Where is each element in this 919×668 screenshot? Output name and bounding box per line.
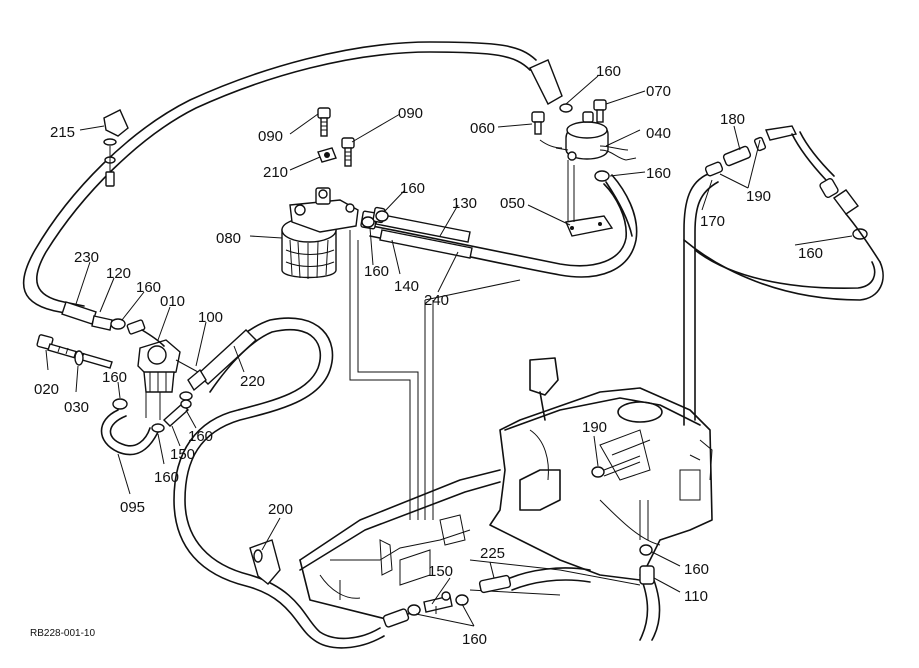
clamp-190-tank	[591, 455, 641, 478]
bolt-020-030	[36, 334, 113, 369]
label-120: 120	[106, 265, 131, 282]
label-160-s3: 160	[188, 428, 213, 445]
label-095: 095	[120, 499, 145, 516]
clamp-160-fp	[594, 170, 610, 182]
fuel-pump-040	[539, 111, 637, 161]
label-210: 210	[263, 164, 288, 181]
label-160-f1: 160	[364, 263, 389, 280]
chassis-frame	[299, 469, 661, 641]
washer-210	[317, 147, 337, 163]
bottom-hose-150	[382, 591, 469, 628]
strainer-180	[704, 125, 881, 263]
label-160-filter-top: 160	[400, 180, 425, 197]
label-130: 130	[452, 195, 477, 212]
label-190-a: 190	[746, 188, 771, 205]
label-090-b: 090	[398, 105, 423, 122]
label-220: 220	[240, 373, 265, 390]
bracket-050	[565, 160, 614, 237]
diagram-reference-code: RB228-001-10	[30, 628, 95, 639]
fuel-hose-return-right	[683, 239, 884, 301]
hose-095-150	[100, 392, 192, 456]
fuel-hose-220-drop	[173, 317, 385, 649]
bolt-070	[593, 99, 607, 123]
label-040: 040	[646, 125, 671, 142]
water-separator-010	[126, 319, 199, 393]
label-190-b: 190	[582, 419, 607, 436]
bolt-090-b	[341, 137, 355, 167]
label-230: 230	[74, 249, 99, 266]
label-100: 100	[198, 309, 223, 326]
fuel-hose-outer-loop	[22, 41, 537, 317]
label-225: 225	[480, 545, 505, 562]
label-070: 070	[646, 83, 671, 100]
label-160-s4: 160	[154, 469, 179, 486]
label-240: 240	[424, 292, 449, 309]
fuel-tank	[489, 357, 713, 581]
label-010: 010	[160, 293, 185, 310]
hose-pump-outlet	[605, 181, 633, 237]
label-060: 060	[470, 120, 495, 137]
frame-lines	[349, 230, 521, 520]
label-160-pump: 160	[646, 165, 671, 182]
label-150-b: 150	[428, 563, 453, 580]
hose-top-pump	[529, 59, 563, 105]
label-170: 170	[700, 213, 725, 230]
label-080: 080	[216, 230, 241, 247]
bolt-090-a	[317, 107, 331, 137]
fuel-filter-080	[281, 187, 359, 279]
label-200: 200	[268, 501, 293, 518]
label-090-a: 090	[258, 128, 283, 145]
label-110: 110	[684, 588, 708, 605]
hose-sleeve-230-120	[61, 301, 126, 331]
clamp-160-top	[559, 103, 573, 113]
label-160-sep: 160	[136, 279, 161, 296]
label-020: 020	[34, 381, 59, 398]
label-140: 140	[394, 278, 419, 295]
label-180: 180	[720, 111, 745, 128]
label-160-right: 160	[798, 245, 823, 262]
clip-200	[249, 539, 281, 585]
clip-215	[103, 109, 129, 187]
label-160-tank: 160	[684, 561, 709, 578]
label-160-pump-top: 160	[596, 63, 621, 80]
tank-outlet-110	[639, 544, 655, 585]
label-215: 215	[50, 124, 75, 141]
label-160-s2: 160	[102, 369, 127, 386]
fuel-hose-170	[683, 173, 719, 426]
hose-225	[478, 567, 591, 594]
clamps-filter	[361, 210, 389, 228]
label-160-bottom: 160	[462, 631, 487, 648]
label-050: 050	[500, 195, 525, 212]
leader-lines	[45, 75, 853, 627]
part-labels: 215 090 090 210 080 160 160 070 060 040 …	[30, 63, 823, 648]
label-030: 030	[64, 399, 89, 416]
label-150-s: 150	[170, 446, 195, 463]
bolt-060	[531, 111, 545, 135]
